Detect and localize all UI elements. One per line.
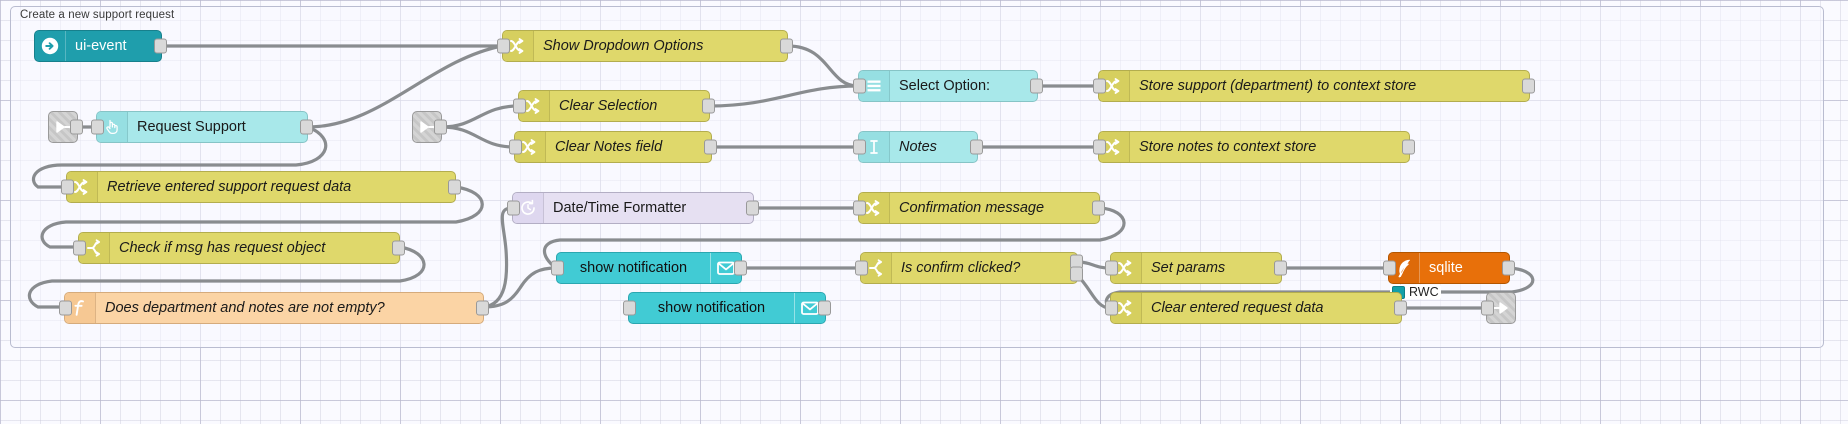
port-out[interactable]	[434, 119, 447, 135]
port-in[interactable]	[509, 139, 522, 155]
port-out[interactable]	[154, 38, 167, 54]
node-label: show notification	[579, 260, 688, 276]
node-store-notes[interactable]: Store notes to context store	[1093, 131, 1415, 163]
status-label: RWC	[1409, 285, 1439, 299]
change-icon	[1099, 132, 1130, 162]
node-label: Clear Notes field	[555, 139, 663, 155]
port-in[interactable]	[59, 300, 72, 316]
port-out[interactable]	[476, 300, 489, 316]
link-in-node-clear[interactable]	[412, 111, 447, 143]
node-label: Confirmation message	[899, 200, 1045, 216]
node-show-notification-2[interactable]: show notification	[623, 292, 831, 324]
node-show-notification-1[interactable]: show notification	[551, 252, 747, 284]
port-in[interactable]	[853, 78, 866, 94]
node-label: Check if msg has request object	[119, 240, 326, 256]
node-request-support[interactable]: Request Support	[91, 111, 313, 143]
port-out[interactable]	[1030, 78, 1043, 94]
node-label: Request Support	[137, 119, 246, 135]
port-in[interactable]	[73, 240, 86, 256]
node-label: Clear Selection	[559, 98, 658, 114]
node-clear-entered-request-data[interactable]: Clear entered request data	[1105, 292, 1407, 324]
node-notes[interactable]: Notes	[853, 131, 983, 163]
port-in[interactable]	[497, 38, 510, 54]
link-in-icon	[418, 118, 436, 136]
port-out[interactable]	[70, 119, 83, 135]
arrow-right-circle-icon	[35, 31, 66, 61]
port-out[interactable]	[300, 119, 313, 135]
link-out-node-end[interactable]	[1481, 292, 1516, 324]
port-out[interactable]	[1394, 300, 1407, 316]
node-store-support-department[interactable]: Store support (department) to context st…	[1093, 70, 1535, 102]
port-out[interactable]	[780, 38, 793, 54]
node-select-option[interactable]: Select Option:	[853, 70, 1043, 102]
node-set-params[interactable]: Set params	[1105, 252, 1287, 284]
node-label: Is confirm clicked?	[901, 260, 1021, 276]
node-does-department-and-notes-not-empty[interactable]: Does department and notes are not empty?	[59, 292, 489, 324]
node-show-dropdown-options[interactable]: Show Dropdown Options	[497, 30, 793, 62]
node-label: ui-event	[75, 38, 127, 54]
port-out[interactable]	[734, 260, 747, 276]
port-in[interactable]	[855, 260, 868, 276]
port-in[interactable]	[623, 300, 636, 316]
port-out[interactable]	[1522, 78, 1535, 94]
node-label: Clear entered request data	[1151, 300, 1324, 316]
port-in[interactable]	[1105, 260, 1118, 276]
port-in[interactable]	[853, 139, 866, 155]
port-in[interactable]	[61, 179, 74, 195]
port-in[interactable]	[1093, 78, 1106, 94]
node-label: Does department and notes are not empty?	[105, 300, 385, 316]
port-out[interactable]	[1092, 200, 1105, 216]
port-in[interactable]	[513, 98, 526, 114]
node-label: Store notes to context store	[1139, 139, 1317, 155]
node-label: sqlite	[1429, 260, 1463, 276]
port-in[interactable]	[507, 200, 520, 216]
node-label: show notification	[657, 300, 766, 316]
port-in[interactable]	[551, 260, 564, 276]
node-retrieve-request-data[interactable]: Retrieve entered support request data	[61, 171, 461, 203]
port-out-2[interactable]	[1070, 266, 1083, 282]
node-label: Show Dropdown Options	[543, 38, 704, 54]
port-out[interactable]	[448, 179, 461, 195]
envelope-icon	[794, 293, 825, 323]
node-label: Select Option:	[899, 78, 991, 94]
flow-group-label: Create a new support request	[20, 9, 175, 21]
link-in-node-request[interactable]	[48, 111, 83, 143]
port-out[interactable]	[704, 139, 717, 155]
node-clear-notes-field[interactable]: Clear Notes field	[509, 131, 717, 163]
feather-icon	[1389, 253, 1420, 283]
node-check-msg-request-object[interactable]: Check if msg has request object	[73, 232, 405, 264]
link-in-icon	[54, 118, 72, 136]
port-out[interactable]	[1502, 260, 1515, 276]
port-out[interactable]	[746, 200, 759, 216]
port-out[interactable]	[818, 300, 831, 316]
link-out-icon	[1492, 299, 1510, 317]
node-label: Set params	[1151, 260, 1226, 276]
node-label: Notes	[899, 139, 937, 155]
port-in[interactable]	[1093, 139, 1106, 155]
port-out[interactable]	[702, 98, 715, 114]
node-label: Date/Time Formatter	[553, 200, 687, 216]
node-is-confirm-clicked[interactable]: Is confirm clicked?	[855, 252, 1083, 284]
port-out[interactable]	[1402, 139, 1415, 155]
node-clear-selection[interactable]: Clear Selection	[513, 90, 715, 122]
port-in[interactable]	[91, 119, 104, 135]
node-label: Store support (department) to context st…	[1139, 78, 1417, 94]
node-label: Retrieve entered support request data	[107, 179, 352, 195]
node-confirmation-message[interactable]: Confirmation message	[853, 192, 1105, 224]
port-out[interactable]	[392, 240, 405, 256]
port-in[interactable]	[1105, 300, 1118, 316]
port-out[interactable]	[970, 139, 983, 155]
port-in[interactable]	[853, 200, 866, 216]
port-in[interactable]	[1383, 260, 1396, 276]
node-ui-event[interactable]: ui-event	[34, 30, 167, 62]
port-in[interactable]	[1481, 300, 1494, 316]
node-sqlite[interactable]: sqlite	[1383, 252, 1515, 284]
node-datetime-formatter[interactable]: Date/Time Formatter	[507, 192, 759, 224]
port-out[interactable]	[1274, 260, 1287, 276]
